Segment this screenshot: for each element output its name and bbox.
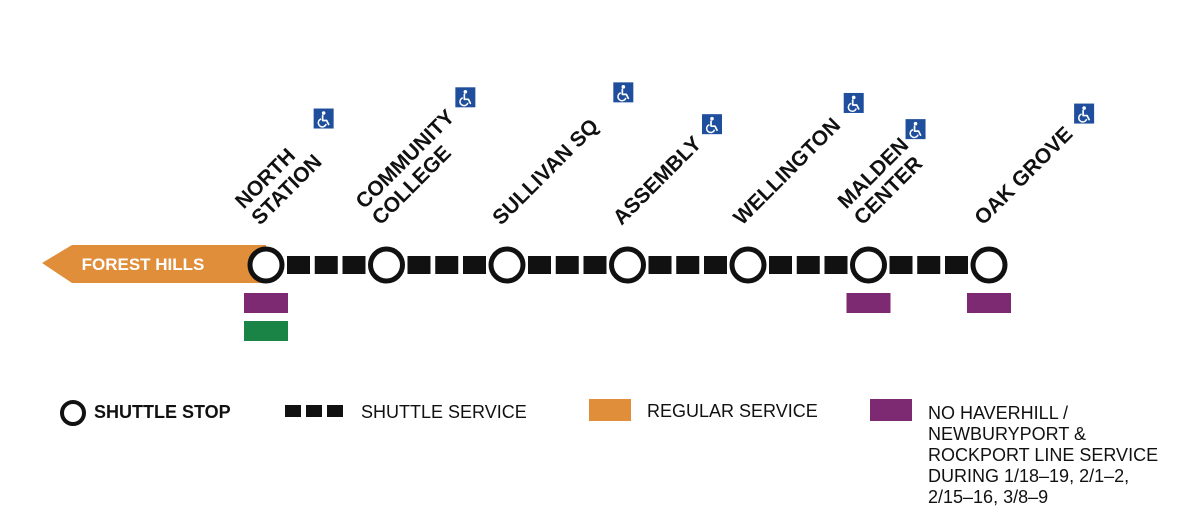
forest-hills-label: FOREST HILLS bbox=[82, 255, 205, 274]
service-swatch-purple bbox=[244, 293, 288, 313]
wheelchair-icon-head bbox=[913, 121, 918, 126]
wheelchair-icon bbox=[843, 92, 864, 113]
legend-shuttle-stop: SHUTTLE STOP bbox=[60, 400, 231, 426]
shuttle-stop-malden-center bbox=[850, 246, 887, 284]
wheelchair-icon-wheel bbox=[459, 97, 469, 107]
shuttle-dash bbox=[769, 256, 792, 274]
shuttle-stop-oak-grove bbox=[970, 246, 1008, 284]
legend-no-service-line-3: ROCKPORT LINE SERVICE bbox=[928, 445, 1159, 465]
regular-service-arrow bbox=[42, 245, 266, 283]
wheelchair-icon-wheel bbox=[705, 123, 716, 134]
shuttle-stop-sullivan-sq bbox=[488, 246, 526, 284]
shuttle-dash bbox=[583, 256, 607, 274]
legend-shuttle-service-label: SHUTTLE SERVICE bbox=[361, 402, 527, 422]
wheelchair-icon-head bbox=[1082, 106, 1086, 110]
wheelchair-icon-body bbox=[621, 88, 630, 100]
shuttle-dash bbox=[463, 256, 486, 274]
shuttle-dash bbox=[435, 256, 459, 274]
shuttle-dash bbox=[528, 256, 551, 274]
shuttle-dash bbox=[342, 256, 366, 274]
wheelchair-icon bbox=[905, 119, 926, 140]
legend-no-service-text: NO HAVERHILL / NEWBURYPORT & ROCKPORT LI… bbox=[928, 403, 1158, 508]
shuttle-dash bbox=[648, 256, 672, 274]
shuttle-dash bbox=[676, 256, 700, 274]
station-name-line: WELLINGTON bbox=[729, 114, 845, 230]
wheelchair-icon-body bbox=[463, 93, 472, 105]
service-swatch-purple bbox=[846, 293, 891, 313]
wheelchair-icon-body bbox=[321, 114, 330, 126]
wheelchair-icon-head bbox=[463, 90, 468, 94]
wheelchair-icon-body bbox=[851, 99, 860, 110]
wheelchair-icon bbox=[702, 114, 723, 135]
station-name-line: OAK GROVE bbox=[970, 123, 1077, 230]
no-service-swatch bbox=[870, 399, 912, 421]
shuttle-dash bbox=[287, 256, 310, 274]
wheelchair-icon-head bbox=[321, 111, 326, 115]
station-name-line: SULLIVAN SQ bbox=[488, 115, 603, 230]
shuttle-dash bbox=[945, 256, 968, 274]
wheelchair-icon bbox=[1074, 103, 1095, 124]
station-label-assembly: ASSEMBLY bbox=[609, 114, 723, 230]
wheelchair-icon-head bbox=[621, 85, 626, 89]
legend-shuttle-service: SHUTTLE SERVICE bbox=[285, 400, 527, 423]
legend-no-service-line-4: DURING 1/18–19, 2/1–2, bbox=[928, 466, 1130, 486]
wheelchair-icon-body bbox=[710, 120, 718, 132]
shuttle-dash bbox=[917, 256, 941, 274]
wheelchair-icon bbox=[313, 108, 334, 129]
wheelchair-icon-body bbox=[1082, 109, 1090, 121]
wheelchair-icon-wheel bbox=[847, 102, 857, 113]
wheelchair-icon-body bbox=[913, 125, 922, 136]
shuttle-dash bbox=[407, 256, 431, 274]
legend-no-service: NO HAVERHILL / NEWBURYPORT & ROCKPORT LI… bbox=[870, 399, 1158, 508]
shuttle-stop-north-station bbox=[247, 246, 285, 284]
shuttle-stop-icon bbox=[60, 400, 86, 426]
wheelchair-icon-wheel bbox=[317, 118, 327, 128]
legend-no-service-line-5: 2/15–16, 3/8–9 bbox=[928, 487, 1049, 507]
shuttle-stop-assembly bbox=[609, 246, 646, 284]
shuttle-stop-community-college bbox=[368, 246, 405, 284]
station-name-line: ASSEMBLY bbox=[609, 132, 706, 229]
shuttle-dash bbox=[704, 256, 727, 274]
wheelchair-icon bbox=[455, 87, 476, 108]
shuttle-dash bbox=[824, 256, 848, 274]
service-swatch-purple bbox=[967, 293, 1011, 313]
wheelchair-icon bbox=[613, 82, 634, 103]
legend-no-service-line-2: NEWBURYPORT & bbox=[928, 424, 1087, 444]
wheelchair-icon-wheel bbox=[909, 128, 919, 139]
wheelchair-icon-wheel bbox=[1078, 113, 1088, 123]
shuttle-dash bbox=[555, 256, 579, 274]
legend-no-service-line-1: NO HAVERHILL / bbox=[928, 403, 1069, 423]
shuttle-dash bbox=[889, 256, 913, 274]
wheelchair-icon-wheel bbox=[617, 92, 627, 102]
wheelchair-icon-head bbox=[710, 116, 714, 121]
station-label-oak-grove: OAK GROVE bbox=[970, 103, 1095, 230]
shuttle-dash bbox=[796, 256, 820, 274]
regular-service-swatch bbox=[589, 399, 631, 421]
legend-regular-service: REGULAR SERVICE bbox=[589, 399, 818, 422]
service-swatch-green bbox=[244, 321, 288, 341]
shuttle-dash bbox=[314, 256, 338, 274]
wheelchair-icon-head bbox=[851, 95, 856, 100]
shuttle-stop-wellington bbox=[729, 246, 767, 284]
shuttle-service-icon bbox=[285, 405, 343, 417]
legend-regular-service-label: REGULAR SERVICE bbox=[647, 401, 818, 421]
legend-shuttle-stop-label: SHUTTLE STOP bbox=[94, 402, 231, 422]
